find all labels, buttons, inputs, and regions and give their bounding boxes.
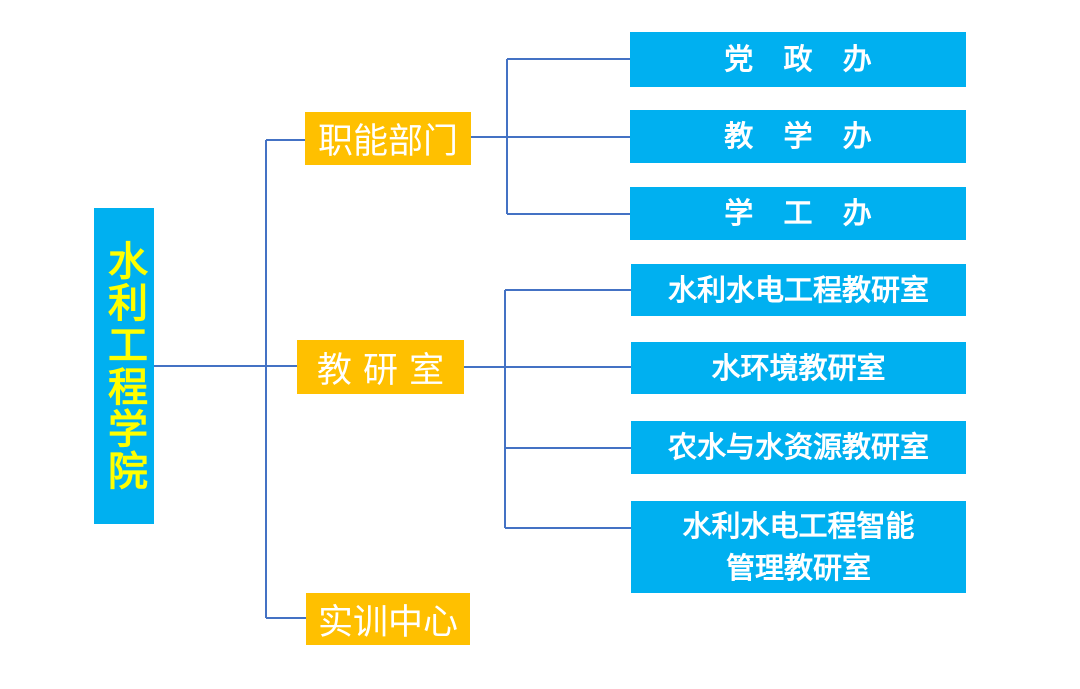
room-node-water-env: 水环境教研室 [631,342,966,394]
room-label: 水利水电工程教研室 [667,272,929,307]
room-node-hydropower: 水利水电工程教研室 [631,264,966,316]
room-label-line1: 水利水电工程智能 [682,508,915,543]
dept-label: 职能部门 [317,122,458,162]
root-node-college: 水利工程学院 [94,208,154,524]
room-label: 水环境教研室 [711,350,886,385]
room-label: 农水与水资源教研室 [667,430,929,465]
office-label: 学 工 办 [724,196,872,231]
dept-label: 教 研 室 [316,350,445,391]
office-node-student: 学 工 办 [630,187,966,240]
office-node-teaching: 教 学 办 [630,110,966,163]
room-node-smart-mgmt: 水利水电工程智能 管理教研室 [631,501,966,593]
room-node-agri-water: 农水与水资源教研室 [631,421,966,474]
dept-node-training: 实训中心 [306,593,470,645]
room-label-line2: 管理教研室 [725,551,871,585]
root-label: 水利工程学院 [101,240,147,492]
dept-node-research: 教 研 室 [297,340,464,394]
office-node-party: 党 政 办 [630,32,966,87]
office-label: 党 政 办 [724,42,872,77]
dept-label: 实训中心 [317,602,458,643]
dept-node-functional: 职能部门 [305,112,471,165]
office-label: 教 学 办 [724,119,872,154]
